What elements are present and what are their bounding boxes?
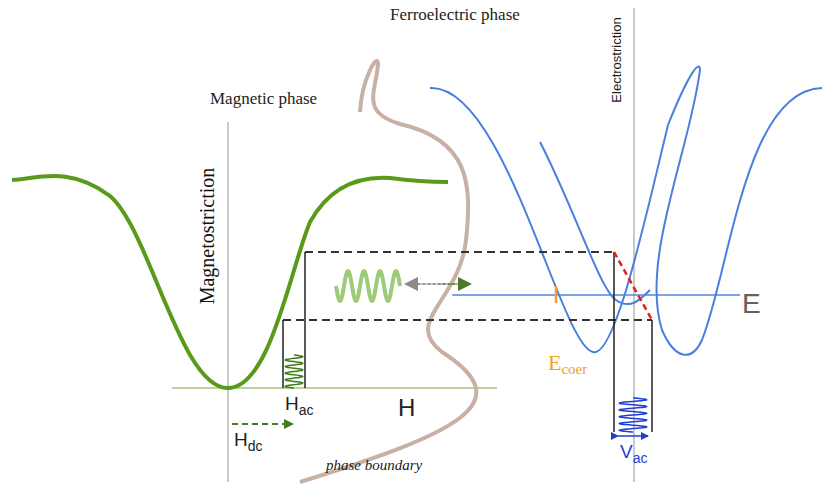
axis-title: Magnetostriction (197, 168, 217, 305)
field-subscript: coer (561, 362, 587, 377)
field-symbol: H (285, 394, 299, 413)
projection-line (305, 251, 614, 253)
hac-oscillation (285, 355, 303, 388)
hac-bound (282, 320, 284, 388)
phase-title: Ferroelectric phase (390, 6, 520, 23)
slope-line (614, 252, 652, 320)
field-subscript: dc (248, 439, 263, 453)
butterfly-loop (540, 142, 650, 304)
field-subscript: ac (299, 403, 314, 417)
vac-oscillation (619, 398, 647, 432)
phase-boundary (300, 61, 476, 482)
voltage-symbol: V (620, 442, 633, 461)
vac-bound (613, 252, 615, 432)
field-symbol: H (234, 430, 248, 449)
vac-arrow (618, 435, 648, 437)
butterfly-loop (430, 88, 668, 352)
axis-symbol: E (742, 290, 761, 318)
hdc-arrow (232, 423, 292, 425)
boundary-label: phase boundary (326, 458, 422, 473)
e-axis (452, 294, 740, 296)
field-symbol: E (548, 352, 561, 374)
coupling-arrow (440, 284, 470, 285)
coupling-arrow (406, 284, 440, 285)
coercive-tick (555, 286, 558, 303)
magnetostriction-curve (12, 176, 448, 388)
magnetostriction-axis (227, 122, 229, 482)
projection-line (283, 319, 652, 321)
coupling-spring (336, 271, 400, 301)
phase-title: Magnetic phase (210, 90, 317, 107)
axis-title: Electrostriction (610, 17, 623, 102)
axis-symbol: H (398, 396, 415, 420)
vac-bound (651, 320, 653, 432)
hac-bound (304, 252, 306, 388)
butterfly-loop (656, 67, 822, 355)
voltage-subscript: ac (633, 451, 648, 465)
